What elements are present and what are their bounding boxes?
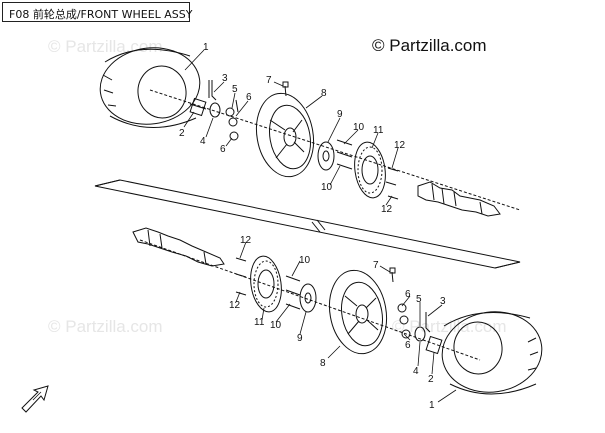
callout-nut-small-bottom: 6 — [405, 289, 411, 300]
callout-bolt-bottom-2: 10 — [270, 320, 282, 331]
hub-bottom[interactable] — [299, 283, 317, 313]
rim-bottom[interactable] — [323, 266, 393, 358]
callout-nut-small-top: 6 — [246, 92, 252, 103]
tire-bottom[interactable] — [437, 305, 547, 398]
tire-top[interactable] — [95, 41, 205, 130]
callout-hub-bottom: 9 — [297, 333, 303, 344]
callout-washer-bottom: 4 — [413, 366, 419, 377]
hub-top[interactable] — [317, 141, 335, 171]
callout-lug-nut-top: 5 — [232, 84, 238, 95]
callout-rim-bottom: 8 — [320, 358, 326, 369]
rim-top[interactable] — [250, 89, 320, 181]
callout-nut-small-top-2: 6 — [220, 144, 226, 155]
callout-disc-bolt-bottom: 12 — [240, 235, 252, 246]
watermark: © Partzilla.com — [48, 317, 163, 336]
callout-lug-nut-bottom: 5 — [416, 294, 422, 305]
callout-valve-bottom: 7 — [373, 260, 379, 271]
drive-shaft-top[interactable] — [417, 181, 501, 217]
washer-top[interactable] — [209, 102, 221, 118]
leader-lines — [183, 49, 457, 403]
callout-disc-bolt-top: 12 — [394, 140, 406, 151]
brake-disc-top[interactable] — [351, 140, 389, 200]
callouts-bottom: 12 12 11 10 10 9 7 8 6 6 5 3 4 2 1 — [229, 235, 446, 411]
callout-disc-bottom: 11 — [254, 317, 265, 328]
copyright-text: © Partzilla.com — [372, 36, 487, 55]
disc-bolts-top[interactable] — [385, 167, 399, 200]
callout-disc-bolt-bottom-2: 12 — [229, 300, 241, 311]
callout-nut-top: 2 — [179, 128, 185, 139]
hub-bolts-top[interactable] — [336, 139, 353, 170]
callout-tire-bottom: 1 — [429, 400, 435, 411]
callout-disc-top: 11 — [373, 125, 384, 136]
drive-shaft-bottom[interactable] — [132, 227, 225, 267]
callout-pin-bottom: 3 — [440, 296, 446, 307]
callout-hub-top: 9 — [337, 109, 343, 120]
callout-nut-small-bottom-2: 6 — [405, 340, 411, 351]
brake-disc-bottom[interactable] — [247, 254, 285, 314]
callout-washer-top: 4 — [200, 136, 206, 147]
callouts-top: 1 2 3 4 5 6 6 7 8 9 10 10 11 12 12 — [179, 42, 406, 215]
callout-valve-top: 7 — [266, 75, 272, 86]
hub-bolts-bottom[interactable] — [285, 275, 301, 310]
page-title: F08 前轮总成/FRONT WHEEL ASSY — [9, 8, 193, 21]
shaft-link-frame — [94, 179, 521, 269]
callout-bolt-top-2: 10 — [321, 182, 333, 193]
cotter-pin-top[interactable] — [208, 80, 217, 101]
lug-nuts-top[interactable] — [225, 99, 239, 141]
axle-nut-bottom[interactable] — [425, 335, 443, 355]
callout-bolt-bottom: 10 — [299, 255, 311, 266]
callout-bolt-top: 10 — [353, 122, 365, 133]
callout-pin-top: 3 — [222, 73, 228, 84]
cotter-pin-bottom[interactable] — [425, 312, 431, 333]
callout-rim-top: 8 — [321, 88, 327, 99]
callout-tire-top: 1 — [203, 42, 209, 53]
callout-disc-bolt-top-2: 12 — [381, 204, 393, 215]
lug-nuts-bottom[interactable] — [397, 303, 411, 339]
valve-bottom[interactable] — [389, 267, 396, 283]
callout-nut-bottom: 2 — [428, 374, 434, 385]
washer-bottom[interactable] — [414, 326, 426, 342]
title-box: F08 前轮总成/FRONT WHEEL ASSY — [2, 2, 193, 22]
axle-nut-top[interactable] — [189, 97, 207, 117]
front-direction-arrow-icon — [21, 385, 49, 413]
